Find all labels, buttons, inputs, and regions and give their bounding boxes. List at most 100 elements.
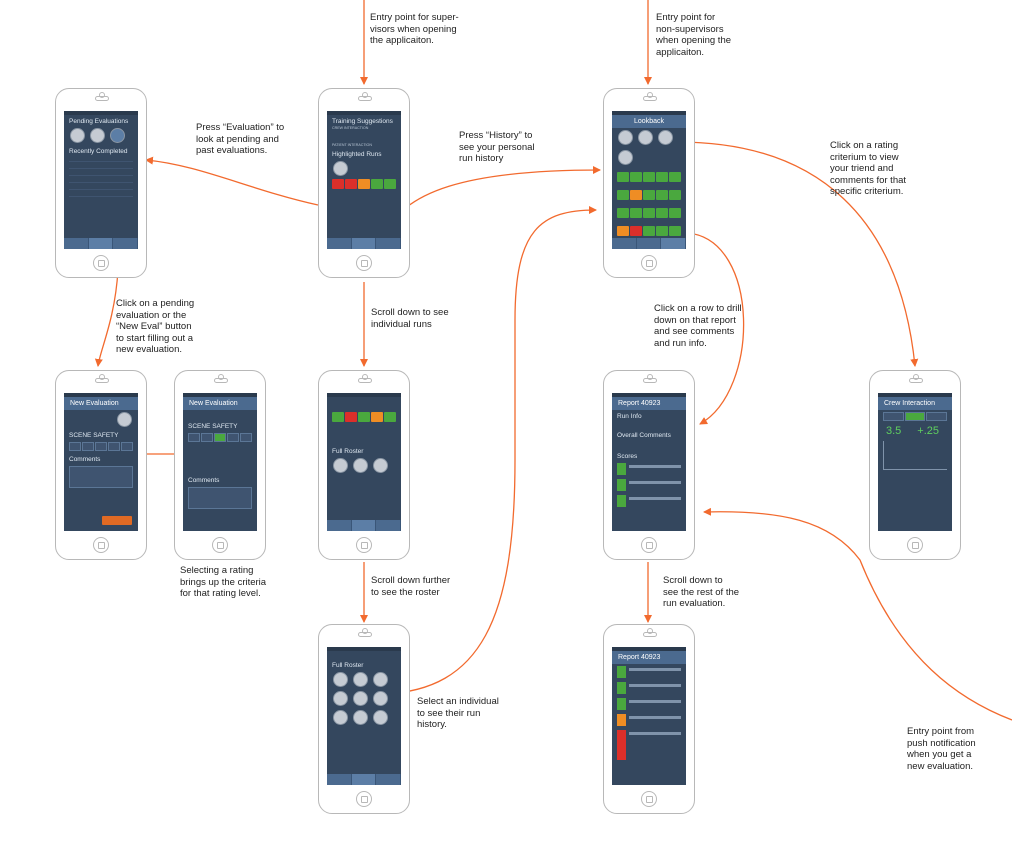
- avatar[interactable]: [353, 672, 368, 687]
- run-row[interactable]: [612, 225, 686, 237]
- annotation-select-individual: Select an individual to see their run hi…: [417, 696, 499, 730]
- lookback-screen: Lookback: [612, 111, 686, 249]
- run-row[interactable]: [612, 189, 686, 201]
- criterium-icon[interactable]: [618, 150, 633, 165]
- lookback-title: Lookback: [612, 115, 686, 128]
- score-row[interactable]: [612, 493, 686, 509]
- phone-new-eval-criteria: New Evaluation SCENE SAFETY Comments: [174, 370, 266, 560]
- avatar[interactable]: [373, 672, 388, 687]
- new-eval-button[interactable]: [110, 128, 125, 143]
- run-row[interactable]: [612, 207, 686, 219]
- avatar[interactable]: [353, 691, 368, 706]
- pending-evaluations-heading: Pending Evaluations: [69, 118, 129, 125]
- annotation-selecting-rating: Selecting a rating brings up the criteri…: [180, 565, 267, 599]
- overall-comments-heading: Overall Comments: [617, 432, 671, 439]
- phone-training: Training Suggestions CREW INTERACTION PA…: [318, 88, 410, 278]
- tab-history[interactable]: [113, 238, 138, 249]
- phone-evaluations: Pending Evaluations Recently Completed: [55, 88, 147, 278]
- training-item-crew[interactable]: CREW INTERACTION: [332, 126, 369, 130]
- avatar[interactable]: [353, 458, 368, 473]
- score-row[interactable]: [612, 477, 686, 493]
- avatar[interactable]: [333, 672, 348, 687]
- full-roster-heading: Full Roster: [332, 662, 364, 669]
- avatar[interactable]: [333, 458, 348, 473]
- score-row[interactable]: [612, 728, 686, 762]
- annotation-scroll-rest: Scroll down to see the rest of the run e…: [663, 575, 740, 609]
- annotation-scroll-roster: Scroll down further to see the roster: [371, 575, 451, 598]
- rating-selector[interactable]: [64, 440, 138, 453]
- home-button: [356, 537, 372, 553]
- annotation-scroll-individual-runs: Scroll down to see individual runs: [371, 307, 449, 330]
- tab-home[interactable]: [351, 238, 377, 249]
- phone-report-scrolled: Report 40923: [603, 624, 695, 814]
- change-value: +.25: [917, 425, 940, 437]
- annotation-click-pending: Click on a pending evaluation or the “Ne…: [116, 298, 195, 355]
- criterium-icon[interactable]: [638, 130, 653, 145]
- avatar[interactable]: [333, 710, 348, 725]
- home-button: [93, 537, 109, 553]
- training-item-patient[interactable]: PATIENT INTERACTION: [332, 143, 372, 147]
- score-row[interactable]: [612, 712, 686, 728]
- tab-bar: [327, 520, 401, 531]
- run-row[interactable]: [612, 171, 686, 183]
- next-button[interactable]: [102, 516, 132, 525]
- home-button: [93, 255, 109, 271]
- arrow-to-crew-interaction: [671, 141, 919, 367]
- report-title: Report 40923: [612, 651, 686, 664]
- avatar[interactable]: [373, 691, 388, 706]
- home-button: [356, 255, 372, 271]
- new-eval-title: New Evaluation: [183, 397, 257, 410]
- avatar[interactable]: [90, 128, 105, 143]
- avatar[interactable]: [70, 128, 85, 143]
- arrow-push-to-report: [703, 507, 1012, 721]
- tab-history[interactable]: [376, 774, 401, 785]
- full-roster-heading: Full Roster: [332, 448, 364, 455]
- average-value: 3.5: [886, 425, 902, 437]
- score-row[interactable]: [612, 664, 686, 680]
- avatar[interactable]: [373, 458, 388, 473]
- avatar: [333, 161, 348, 176]
- trend-chart: [883, 441, 947, 470]
- criterium-icon[interactable]: [618, 130, 633, 145]
- comments-label: Comments: [69, 456, 101, 463]
- score-row[interactable]: [612, 461, 686, 477]
- comments-field[interactable]: [188, 487, 252, 509]
- tab-evaluation[interactable]: [327, 520, 352, 531]
- training-screen: Training Suggestions CREW INTERACTION PA…: [327, 111, 401, 249]
- tab-home[interactable]: [88, 238, 114, 249]
- tab-bar: [612, 238, 686, 249]
- run-score-row[interactable]: [327, 411, 401, 423]
- comments-field[interactable]: [69, 466, 133, 488]
- avatar[interactable]: [373, 710, 388, 725]
- home-button: [641, 255, 657, 271]
- phone-roster: Full Roster: [318, 624, 410, 814]
- tab-evaluation[interactable]: [327, 774, 352, 785]
- tab-bar: [327, 774, 401, 785]
- tab-evaluation[interactable]: [327, 238, 352, 249]
- recently-completed-heading: Recently Completed: [69, 148, 128, 155]
- tab-history[interactable]: [376, 520, 401, 531]
- period-selector[interactable]: [878, 410, 952, 423]
- score-row[interactable]: [612, 696, 686, 712]
- annotation-click-row-drill: Click on a row to drill down on that rep…: [654, 303, 742, 349]
- highlighted-runs-heading: Highlighted Runs: [332, 151, 382, 158]
- new-eval-title: New Evaluation: [64, 397, 138, 410]
- tab-history[interactable]: [376, 238, 401, 249]
- tab-home[interactable]: [637, 238, 662, 249]
- tab-home[interactable]: [351, 520, 377, 531]
- tab-home[interactable]: [351, 774, 377, 785]
- rating-selector[interactable]: [183, 431, 257, 444]
- phone-new-eval: New Evaluation SCENE SAFETY Comments: [55, 370, 147, 560]
- criterium-icon[interactable]: [658, 130, 673, 145]
- home-button: [212, 537, 228, 553]
- avatar[interactable]: [353, 710, 368, 725]
- score-row[interactable]: [612, 680, 686, 696]
- avatar[interactable]: [333, 691, 348, 706]
- run-score-row[interactable]: [327, 178, 401, 190]
- tab-history[interactable]: [661, 238, 686, 249]
- tab-evaluation[interactable]: [64, 238, 89, 249]
- tab-bar: [327, 238, 401, 249]
- annotation-entry-non-supervisors: Entry point for non-supervisors when ope…: [656, 12, 732, 58]
- tab-evaluation[interactable]: [612, 238, 637, 249]
